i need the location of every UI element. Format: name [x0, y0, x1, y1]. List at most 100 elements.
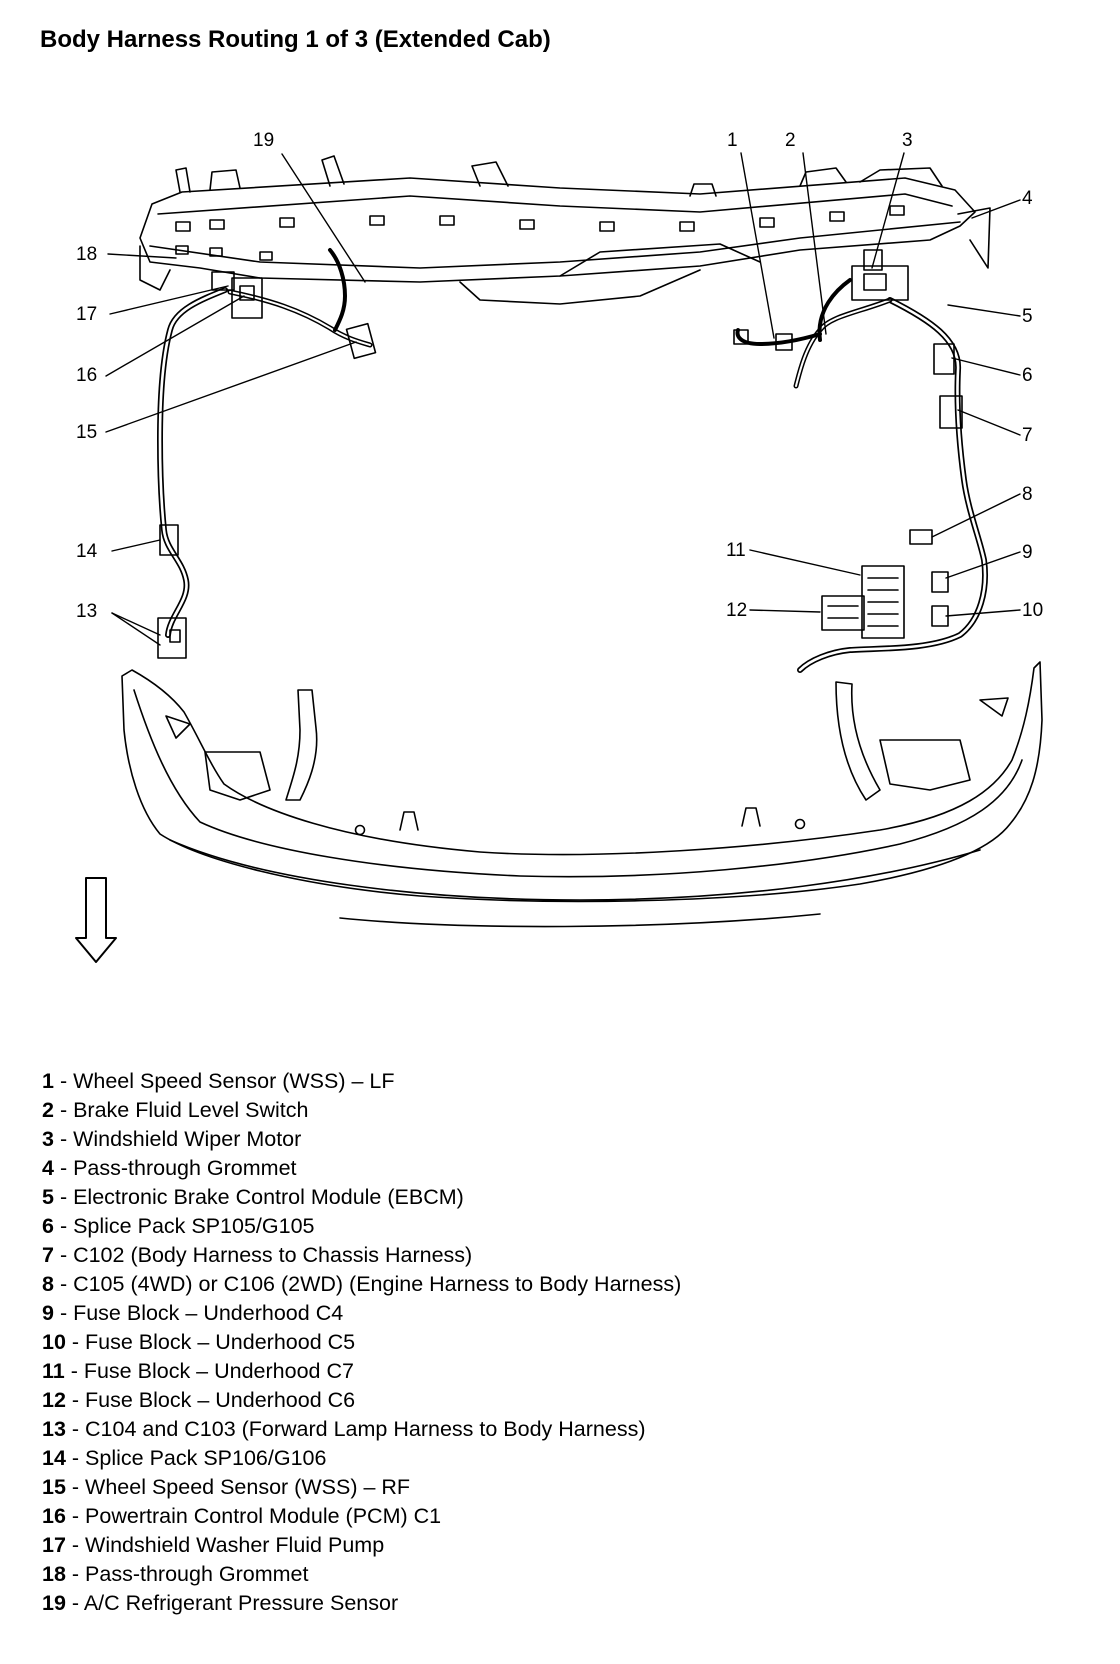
- legend-item: 6 - Splice Pack SP105/G105: [42, 1212, 681, 1241]
- legend-text: Splice Pack SP105/G105: [73, 1214, 315, 1238]
- callout-9: 9: [1022, 542, 1033, 563]
- legend-text: Fuse Block – Underhood C6: [85, 1388, 356, 1412]
- legend-number: 3: [42, 1127, 54, 1151]
- legend-separator: -: [53, 1127, 74, 1151]
- legend-separator: -: [53, 1243, 74, 1267]
- legend-number: 7: [42, 1243, 54, 1267]
- legend-separator: -: [65, 1475, 86, 1499]
- legend-text: Fuse Block – Underhood C5: [85, 1330, 356, 1354]
- front-end-support: [139, 155, 991, 305]
- legend-separator: -: [65, 1446, 86, 1470]
- legend-item: 11 - Fuse Block – Underhood C7: [42, 1357, 681, 1386]
- legend-text: C102 (Body Harness to Chassis Harness): [73, 1243, 473, 1267]
- harness-routing-diagram: 1 2 3 4 5 6 7 8 9 10 11 12 13 14 15 16 1…: [75, 130, 1043, 963]
- legend-number: 4: [42, 1156, 54, 1180]
- legend-item: 17 - Windshield Washer Fluid Pump: [42, 1531, 681, 1560]
- legend-number: 14: [42, 1446, 66, 1470]
- legend-separator: -: [53, 1156, 74, 1180]
- legend-item: 4 - Pass-through Grommet: [42, 1154, 681, 1183]
- legend-text: Pass-through Grommet: [85, 1562, 309, 1586]
- callout-2: 2: [785, 130, 796, 151]
- legend-number: 13: [42, 1417, 66, 1441]
- legend-item: 12 - Fuse Block – Underhood C6: [42, 1386, 681, 1415]
- legend-item: 10 - Fuse Block – Underhood C5: [42, 1328, 681, 1357]
- legend-text: Powertrain Control Module (PCM) C1: [85, 1504, 442, 1528]
- legend-number: 12: [42, 1388, 66, 1412]
- legend-separator: -: [53, 1069, 74, 1093]
- callout-16: 16: [76, 365, 97, 386]
- legend-separator: -: [53, 1185, 74, 1209]
- front-direction-arrow: [75, 877, 117, 963]
- legend-text: Splice Pack SP106/G106: [85, 1446, 327, 1470]
- legend-item: 9 - Fuse Block – Underhood C4: [42, 1299, 681, 1328]
- legend-separator: -: [65, 1533, 86, 1557]
- legend-number: 18: [42, 1562, 66, 1586]
- legend-separator: -: [65, 1417, 86, 1441]
- legend-text: Fuse Block – Underhood C4: [73, 1301, 344, 1325]
- callout-1: 1: [727, 130, 738, 151]
- callout-12: 12: [726, 600, 747, 621]
- legend-item: 15 - Wheel Speed Sensor (WSS) – RF: [42, 1473, 681, 1502]
- callout-8: 8: [1022, 484, 1033, 505]
- legend-separator: -: [53, 1301, 74, 1325]
- legend-number: 16: [42, 1504, 66, 1528]
- leader-lines: [105, 152, 1021, 646]
- legend-item: 1 - Wheel Speed Sensor (WSS) – LF: [42, 1067, 681, 1096]
- callout-14: 14: [76, 541, 98, 562]
- legend-separator: -: [65, 1330, 86, 1354]
- legend-text: A/C Refrigerant Pressure Sensor: [83, 1591, 399, 1615]
- callout-17: 17: [76, 304, 97, 325]
- legend-item: 19 - A/C Refrigerant Pressure Sensor: [42, 1589, 681, 1618]
- legend-number: 2: [42, 1098, 54, 1122]
- callout-18: 18: [76, 244, 97, 265]
- callout-5: 5: [1022, 306, 1033, 327]
- legend-item: 14 - Splice Pack SP106/G106: [42, 1444, 681, 1473]
- legend-text: Wheel Speed Sensor (WSS) – LF: [73, 1069, 395, 1093]
- legend-separator: -: [53, 1272, 74, 1296]
- legend-item: 8 - C105 (4WD) or C106 (2WD) (Engine Har…: [42, 1270, 681, 1299]
- legend-number: 9: [42, 1301, 54, 1325]
- legend-number: 19: [42, 1591, 66, 1615]
- right-harness-branch: [733, 249, 988, 673]
- legend-item: 2 - Brake Fluid Level Switch: [42, 1096, 681, 1125]
- legend-number: 17: [42, 1533, 66, 1557]
- legend-text: Fuse Block – Underhood C7: [83, 1359, 354, 1383]
- legend-separator: -: [64, 1359, 84, 1383]
- legend-separator: -: [65, 1504, 86, 1528]
- legend-item: 18 - Pass-through Grommet: [42, 1560, 681, 1589]
- legend-text: C105 (4WD) or C106 (2WD) (Engine Harness…: [73, 1272, 682, 1296]
- legend-number: 6: [42, 1214, 54, 1238]
- component-legend: 1 - Wheel Speed Sensor (WSS) – LF 2 - Br…: [42, 1067, 681, 1618]
- legend-separator: -: [53, 1214, 74, 1238]
- legend-number: 10: [42, 1330, 66, 1354]
- legend-number: 5: [42, 1185, 54, 1209]
- legend-separator: -: [65, 1388, 86, 1412]
- legend-text: Windshield Washer Fluid Pump: [85, 1533, 385, 1557]
- legend-item: 16 - Powertrain Control Module (PCM) C1: [42, 1502, 681, 1531]
- callout-7: 7: [1022, 425, 1033, 446]
- legend-item: 5 - Electronic Brake Control Module (EBC…: [42, 1183, 681, 1212]
- legend-number: 15: [42, 1475, 66, 1499]
- callout-19: 19: [253, 130, 274, 151]
- legend-item: 7 - C102 (Body Harness to Chassis Harnes…: [42, 1241, 681, 1270]
- legend-separator: -: [65, 1562, 86, 1586]
- page-title: Body Harness Routing 1 of 3 (Extended Ca…: [40, 26, 551, 53]
- legend-text: Electronic Brake Control Module (EBCM): [73, 1185, 464, 1209]
- legend-text: C104 and C103 (Forward Lamp Harness to B…: [85, 1417, 646, 1441]
- left-harness-branch: [157, 248, 377, 659]
- callout-labels: 1 2 3 4 5 6 7 8 9 10 11 12 13 14 15 16 1…: [76, 130, 1043, 622]
- callout-4: 4: [1022, 188, 1033, 209]
- callout-13: 13: [76, 601, 97, 622]
- legend-text: Wheel Speed Sensor (WSS) – RF: [85, 1475, 411, 1499]
- legend-separator: -: [65, 1591, 84, 1615]
- callout-15: 15: [76, 422, 97, 443]
- legend-text: Brake Fluid Level Switch: [73, 1098, 309, 1122]
- legend-number: 8: [42, 1272, 54, 1296]
- legend-item: 13 - C104 and C103 (Forward Lamp Harness…: [42, 1415, 681, 1444]
- legend-item: 3 - Windshield Wiper Motor: [42, 1125, 681, 1154]
- legend-separator: -: [53, 1098, 74, 1122]
- front-bumper: [121, 661, 1043, 928]
- callout-3: 3: [902, 130, 913, 151]
- legend-number: 1: [42, 1069, 54, 1093]
- callout-11: 11: [726, 540, 746, 561]
